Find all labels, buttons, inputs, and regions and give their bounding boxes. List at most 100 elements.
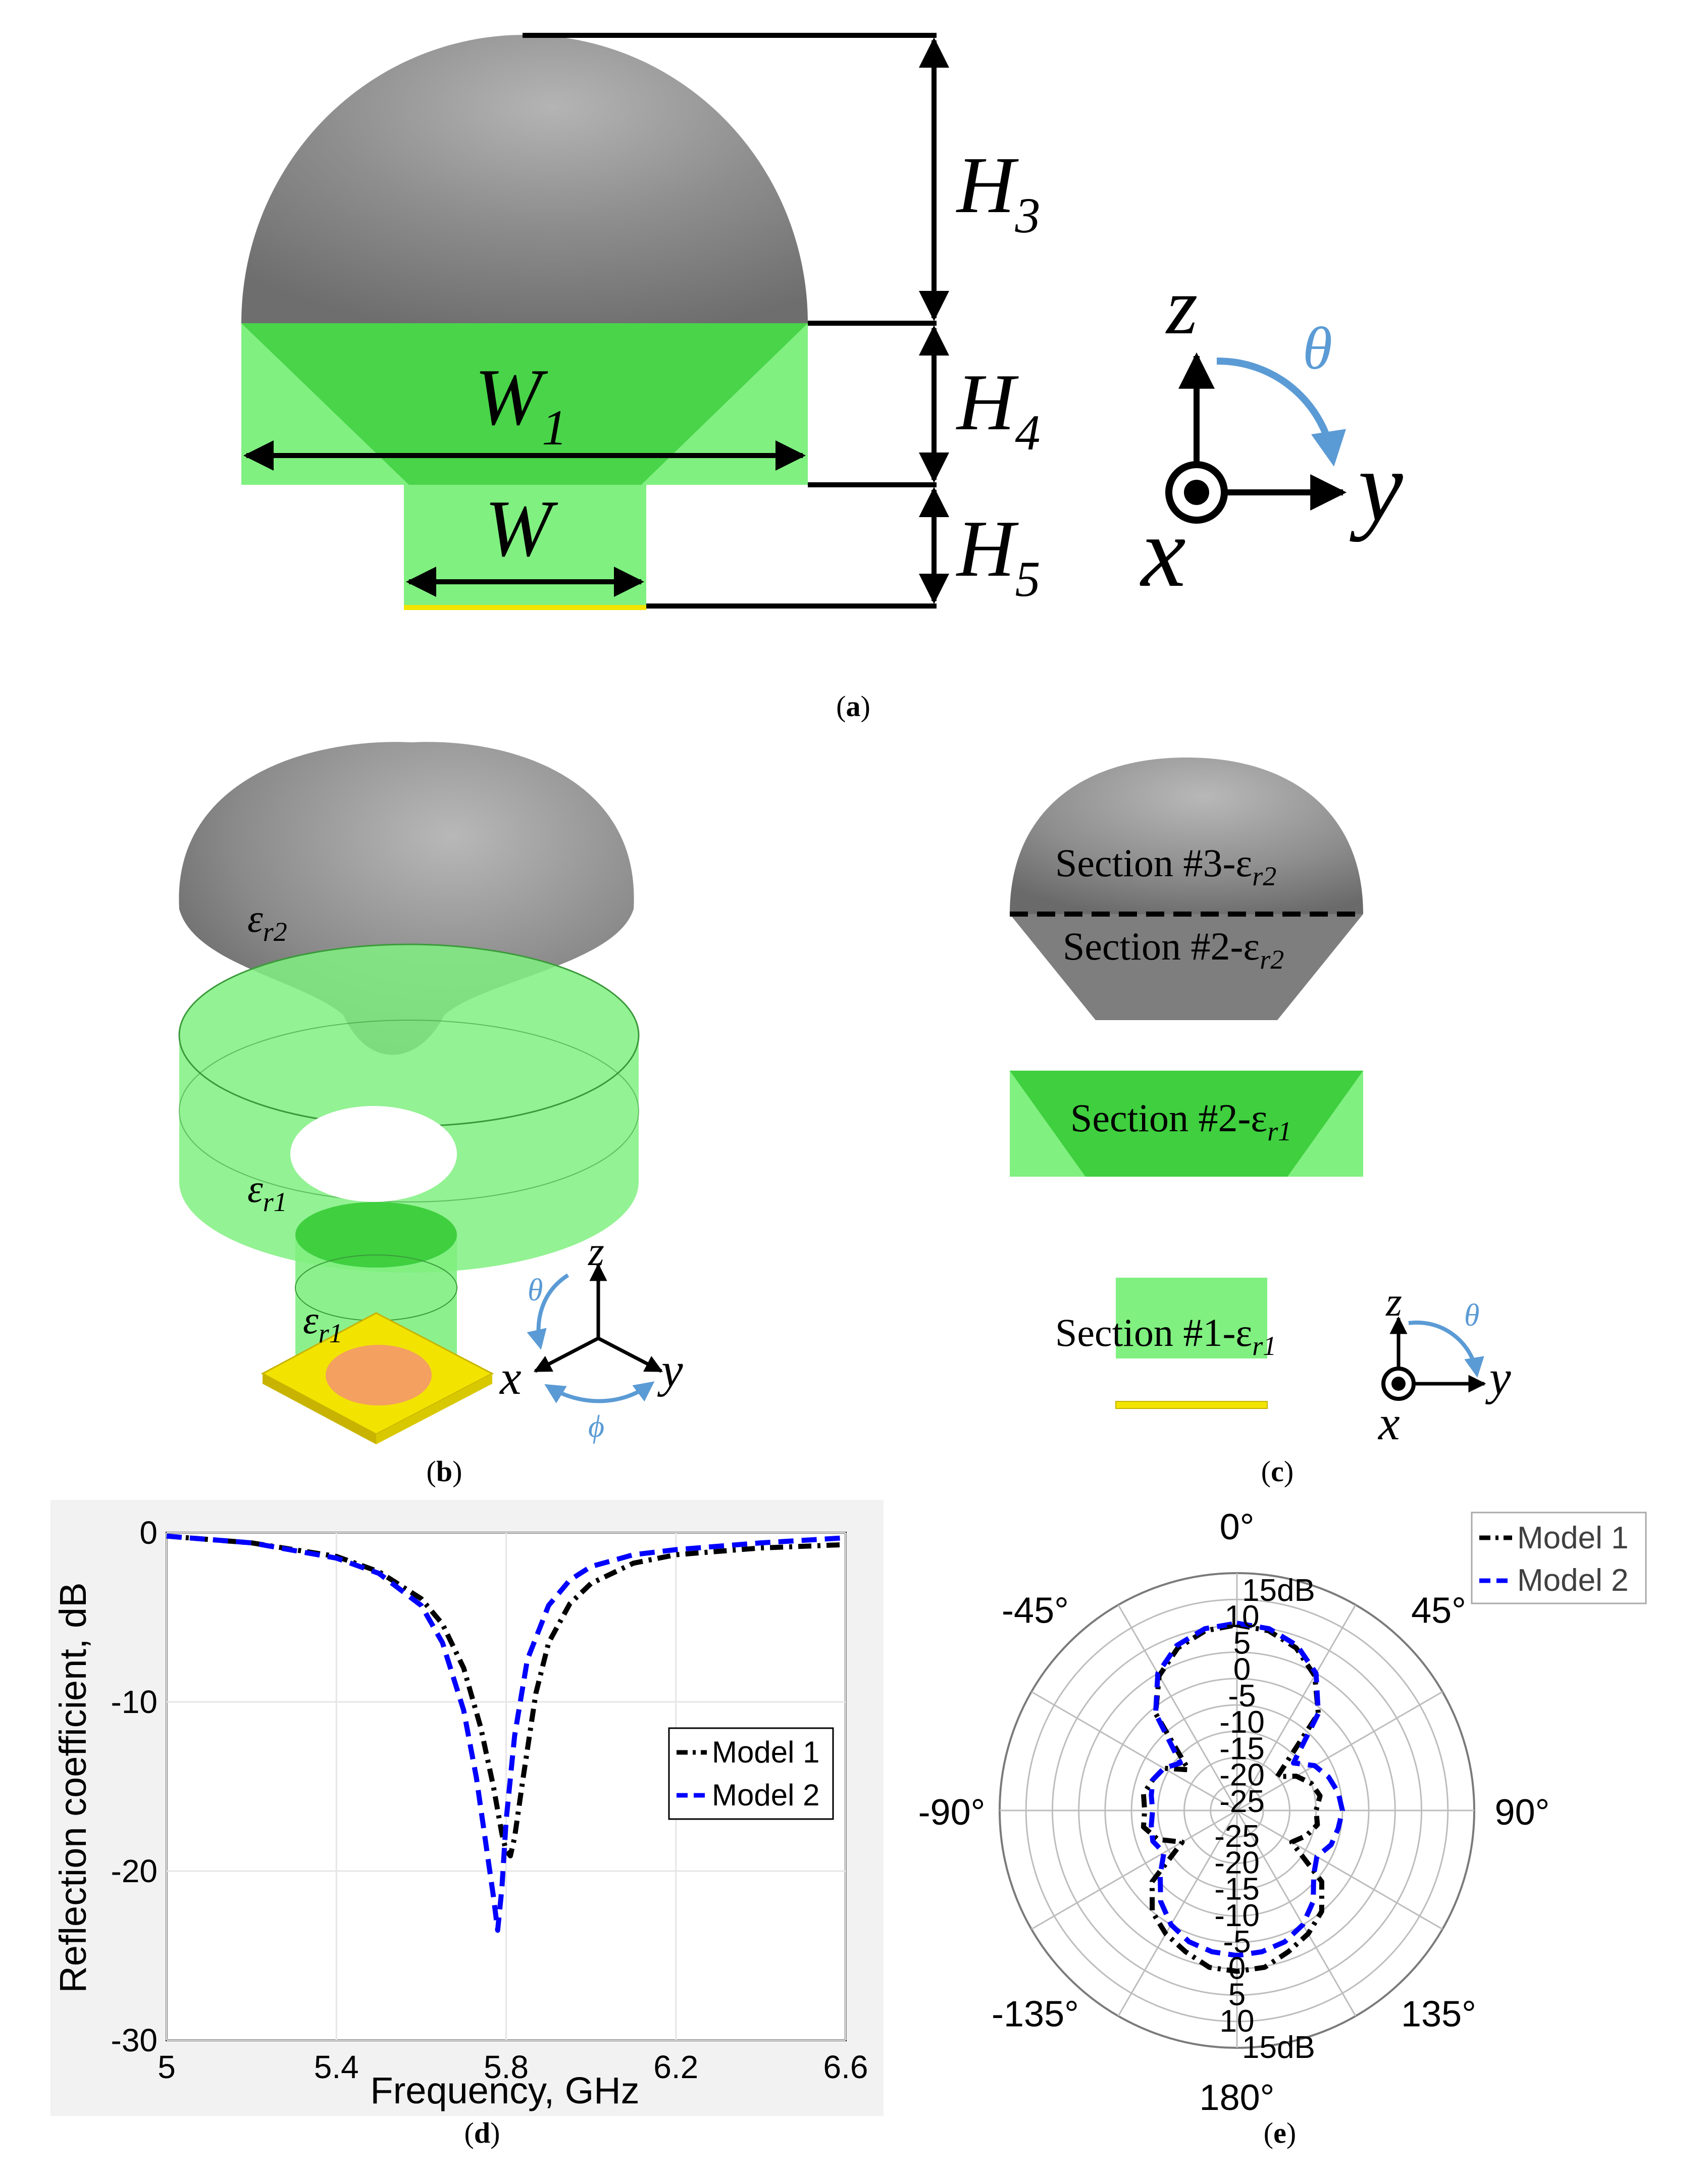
dome-shape (241, 34, 808, 323)
radial-tick-label-lower: -10 (1214, 1898, 1260, 1933)
angle-label: 180° (1200, 2078, 1275, 2118)
panel-c-diagram: Section #3-εr2 Section #2-εr2 Section #2… (1010, 758, 1511, 1450)
radial-tick-label-lower: 0 (1228, 1951, 1246, 1986)
coord-axes-b (527, 1263, 663, 1403)
radial-tick-label-lower: -15 (1214, 1872, 1260, 1907)
radial-tick-label-lower: 5 (1228, 1978, 1246, 2012)
ground-strip (404, 605, 646, 610)
er1-bottom-label: ε (303, 1298, 319, 1342)
angle-label: -90° (918, 1792, 986, 1833)
theta-label-c: θ (1464, 1298, 1479, 1333)
svg-text:Section #3-εr2: Section #3-εr2 (1055, 841, 1276, 891)
h3-label: H (956, 140, 1019, 230)
coord-axes-a (1165, 352, 1347, 524)
radial-tick-label: -20 (1219, 1758, 1265, 1793)
polar-series (1141, 1621, 1345, 1974)
ring-hole (290, 1106, 457, 1202)
theta-label-a: θ (1303, 315, 1332, 382)
radial-tick-label: -25 (1219, 1784, 1265, 1819)
section2-bottom-label: Section #2-ε (1070, 1096, 1267, 1140)
er1-top-label: ε (247, 1167, 263, 1211)
svg-text:εr2: εr2 (247, 896, 287, 947)
polar-spoke (1236, 1604, 1357, 1811)
legend-label-model-2: Model 2 (712, 1778, 819, 1812)
section2-top-label: Section #2-ε (1063, 924, 1260, 968)
phi-label-b: ϕ (588, 1409, 604, 1444)
x-tick-label: 6.2 (653, 2049, 698, 2085)
polar-labels: 15dB1050-5-10-15-20-2515dB1050-5-10-15-2… (918, 1507, 1550, 2118)
series-line-model-1 (166, 1533, 846, 1858)
x-tick-label: 5 (158, 2049, 176, 2085)
radial-tick-label: 0 (1233, 1652, 1251, 1687)
polar-spoke (1117, 1604, 1238, 1811)
panel-b-diagram: εr2 εr1 εr1 z y x θ ϕ (178, 742, 683, 1444)
svg-text:Section #2-εr1: Section #2-εr1 (1070, 1096, 1291, 1146)
svg-text:H5: H5 (956, 503, 1041, 607)
x-axis-label-b: x (499, 1350, 522, 1404)
svg-text:Section #2-εr2: Section #2-εr2 (1063, 924, 1284, 975)
legend-e: Model 1 Model 2 (1471, 1512, 1647, 1604)
dome-c (1010, 758, 1363, 914)
section1-label: Section #1-ε (1055, 1311, 1252, 1354)
h5-sub: 5 (1015, 551, 1041, 607)
svg-text:εr1: εr1 (247, 1167, 287, 1217)
radial-tick-label-lower: -25 (1214, 1819, 1260, 1854)
angle-label: 90° (1495, 1792, 1550, 1833)
er2-label: ε (247, 896, 263, 940)
y-axis-label-a: y (1350, 431, 1403, 542)
h4-label: H (956, 357, 1019, 447)
ground-c (1115, 1401, 1268, 1409)
svg-text:Section #1-εr1: Section #1-εr1 (1055, 1311, 1276, 1361)
x-tick-label: 6.6 (823, 2049, 868, 2085)
feed-patch-b (326, 1345, 432, 1405)
caption-c: (c) (1261, 1455, 1294, 1488)
radial-tick-label: -5 (1228, 1679, 1256, 1714)
x-tick-label: 5.4 (314, 2049, 359, 2085)
w1-sub: 1 (542, 399, 567, 456)
y-tick-label: 0 (139, 1515, 158, 1551)
feed-c (1116, 1278, 1267, 1358)
x-tick-label: 5.8 (484, 2049, 529, 2085)
angle-label: 0° (1220, 1507, 1255, 1547)
y-axis-label: Reflection coefficient, dB (52, 1582, 94, 1993)
radial-tick-label: 10 (1225, 1599, 1260, 1634)
series-line-model-2 (166, 1533, 846, 1933)
section3-label: Section #3-ε (1055, 841, 1252, 885)
polar-spoke (1031, 1809, 1237, 1930)
svg-text:εr1: εr1 (303, 1298, 343, 1348)
y-axis-label-c: y (1485, 1350, 1511, 1404)
theta-label-b: θ (528, 1273, 543, 1307)
coord-axes-c (1381, 1316, 1486, 1401)
caption-a: (a) (836, 690, 870, 723)
svg-text:W1: W1 (475, 352, 567, 456)
polar-spoke (1031, 1691, 1237, 1811)
svg-text:H4: H4 (956, 357, 1041, 461)
legend-label-model-1: Model 1 (1517, 1521, 1629, 1555)
radiation-pattern-chart: 15dB1050-5-10-15-20-2515dB1050-5-10-15-2… (918, 1507, 1647, 2118)
caption-e: (e) (1263, 2117, 1297, 2149)
legend-label-model-1: Model 1 (712, 1735, 819, 1769)
y-tick-label: -30 (111, 2022, 158, 2058)
radial-tick-label-lower: -5 (1223, 1925, 1251, 1959)
y-axis-label-b: y (657, 1343, 683, 1397)
polar-series-model-2 (1149, 1621, 1345, 1958)
w1-label: W (475, 352, 548, 442)
polar-grid (999, 1572, 1475, 2049)
radial-tick-label-lower: 10 (1220, 2004, 1255, 2039)
panel-a-diagram: H3 H4 H5 W1 W z y x θ (241, 33, 1403, 610)
h4-sub: 4 (1015, 405, 1041, 461)
cone-c (1010, 914, 1363, 1020)
chart-series (166, 1533, 846, 1933)
svg-text:H3: H3 (956, 140, 1041, 243)
x-axis-label: Frequency, GHz (370, 2070, 639, 2111)
radial-tick-label: -15 (1219, 1731, 1265, 1766)
w-label: W (485, 483, 558, 573)
grid-lines (166, 1532, 847, 2041)
angle-label: -45° (1002, 1590, 1069, 1631)
h5-label: H (956, 503, 1019, 593)
angle-label: -135° (992, 1994, 1079, 2035)
legend-label-model-2: Model 2 (1517, 1563, 1629, 1598)
polar-spoke (1236, 1809, 1443, 1930)
